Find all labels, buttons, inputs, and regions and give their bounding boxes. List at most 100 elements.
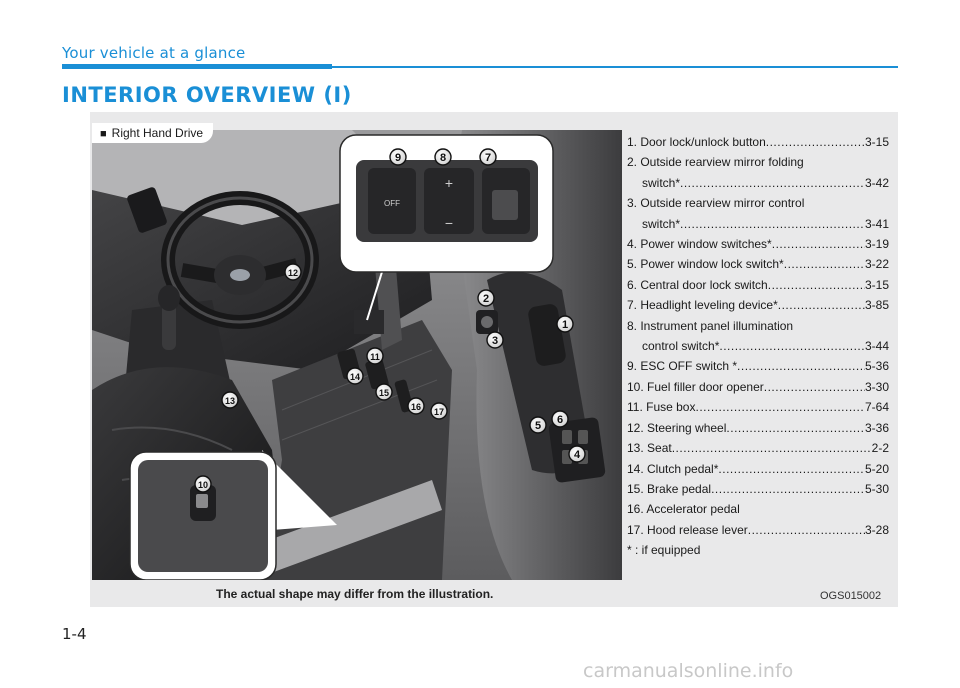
callout-12: 12 xyxy=(284,263,302,281)
legend-line: 9. ESC OFF switch * ....................… xyxy=(627,356,889,376)
legend-line: 13. Seat ...............................… xyxy=(627,438,889,458)
legend-label: 16. Accelerator pedal xyxy=(627,502,740,517)
callout-1: 1 xyxy=(556,315,574,333)
legend-page-ref: 3-28 xyxy=(864,522,889,537)
air-vent xyxy=(127,187,167,233)
legend-line: switch* ................................… xyxy=(627,214,889,234)
svg-text:15: 15 xyxy=(379,388,389,398)
legend-label: 4. Power window switches* xyxy=(627,237,772,252)
legend-label: control switch* xyxy=(642,339,720,354)
callout-3: 3 xyxy=(486,331,504,349)
legend-line: 7. Headlight leveling device* ..........… xyxy=(627,295,889,315)
legend-line: 6. Central door lock switch ............… xyxy=(627,275,889,295)
legend-label: 6. Central door lock switch xyxy=(627,277,768,292)
callouts: 1 2 3 4 5 6 7 8 9 10 11 12 13 14 15 16 1… xyxy=(194,148,586,493)
gear-lever xyxy=(158,285,180,350)
legend-leader-dots: ........................................… xyxy=(680,175,865,190)
rhd-badge-label: Right Hand Drive xyxy=(111,126,204,140)
legend-page-ref: 5-20 xyxy=(864,461,889,476)
watermark: carmanualsonline.info xyxy=(583,660,794,682)
illumination-minus: − xyxy=(445,215,453,231)
callout-17: 17 xyxy=(430,402,448,420)
svg-text:10: 10 xyxy=(198,480,208,490)
legend-line: 14. Clutch pedal* ......................… xyxy=(627,459,889,479)
legend-page-ref: 3-30 xyxy=(864,379,889,394)
illumination-plus: + xyxy=(445,175,453,191)
legend-label: 11. Fuse box xyxy=(627,400,696,415)
legend-line: 12. Steering wheel .....................… xyxy=(627,418,889,438)
svg-text:16: 16 xyxy=(411,402,421,412)
legend-label: 8. Instrument panel illumination xyxy=(627,318,794,333)
callout-9: 9 xyxy=(389,148,407,166)
fuel-filler-inset xyxy=(129,450,337,580)
legend-line: 11. Fuse box ...........................… xyxy=(627,397,889,417)
legend-page-ref: 3-22 xyxy=(864,257,889,272)
legend-label: 7. Headlight leveling device* xyxy=(627,298,778,313)
legend-leader-dots: ........................................… xyxy=(711,481,865,496)
section-title: Your vehicle at a glance xyxy=(62,44,246,62)
door-sill xyxy=(242,480,442,580)
legend-page-ref: 3-85 xyxy=(864,298,889,313)
legend-label: * : if equipped xyxy=(627,543,701,558)
legend-leader-dots: ........................................… xyxy=(765,135,865,149)
legend-page-ref: 2-2 xyxy=(871,441,889,456)
rhd-badge: ■ Right Hand Drive xyxy=(92,123,214,143)
legend-line: 2. Outside rearview mirror folding xyxy=(627,152,889,172)
legend-line: * : if equipped xyxy=(627,540,889,560)
legend-label: switch* xyxy=(642,175,681,190)
legend-line: 10. Fuel filler door opener ............… xyxy=(627,377,889,397)
legend-label: 9. ESC OFF switch * xyxy=(627,359,738,374)
callout-8: 8 xyxy=(434,148,452,166)
legend-page-ref: 3-42 xyxy=(864,175,889,190)
legend-leader-dots: ........................................… xyxy=(783,257,865,272)
legend-line: 1. Door lock/unlock button .............… xyxy=(627,132,889,152)
switch-panel-inset: OFF + − xyxy=(339,134,554,321)
callout-15: 15 xyxy=(375,383,393,401)
svg-text:2: 2 xyxy=(483,293,489,305)
legend-label: 10. Fuel filler door opener xyxy=(627,379,764,394)
legend-leader-dots: ........................................… xyxy=(680,216,865,231)
legend-page-ref: 3-44 xyxy=(864,339,889,354)
callout-7: 7 xyxy=(479,148,497,166)
legend-leader-dots: ........................................… xyxy=(718,461,865,476)
illustration-note: The actual shape may differ from the ill… xyxy=(216,587,494,601)
legend-label: 14. Clutch pedal* xyxy=(627,461,719,476)
header-rule xyxy=(332,66,898,68)
legend-leader-dots: ........................................… xyxy=(671,441,872,456)
legend-label: 3. Outside rearview mirror control xyxy=(627,196,805,211)
callout-16: 16 xyxy=(407,397,425,415)
legend-leader-dots: ........................................… xyxy=(695,400,865,415)
legend-line: 5. Power window lock switch* ...........… xyxy=(627,254,889,274)
legend-line: 15. Brake pedal ........................… xyxy=(627,479,889,499)
esc-off-label: OFF xyxy=(384,199,400,208)
legend-leader-dots: ........................................… xyxy=(726,420,865,435)
legend-leader-dots: ........................................… xyxy=(771,237,865,252)
legend-label: 2. Outside rearview mirror folding xyxy=(627,155,804,170)
legend-label: 13. Seat xyxy=(627,441,672,456)
svg-text:13: 13 xyxy=(225,396,235,406)
header-accent-bar xyxy=(62,64,332,69)
svg-text:12: 12 xyxy=(288,268,298,278)
svg-text:11: 11 xyxy=(370,352,380,362)
figure-code: OGS015002 xyxy=(820,590,882,602)
square-bullet-icon: ■ xyxy=(100,128,107,140)
component-legend: 1. Door lock/unlock button .............… xyxy=(627,132,889,561)
svg-text:4: 4 xyxy=(574,449,581,461)
legend-line: 3. Outside rearview mirror control xyxy=(627,193,889,213)
door-handle xyxy=(528,304,566,366)
steering-wheel xyxy=(161,191,319,329)
legend-page-ref: 3-15 xyxy=(864,277,889,292)
svg-text:5: 5 xyxy=(535,420,541,432)
legend-line: 4. Power window switches* ..............… xyxy=(627,234,889,254)
callout-10: 10 xyxy=(194,475,212,493)
page-heading: INTERIOR OVERVIEW (I) xyxy=(62,83,352,107)
legend-label: 12. Steering wheel xyxy=(627,420,727,435)
legend-label: switch* xyxy=(642,216,681,231)
callout-13: 13 xyxy=(221,391,239,409)
legend-label: 1. Door lock/unlock button xyxy=(627,135,766,149)
legend-leader-dots: ........................................… xyxy=(737,359,865,374)
legend-page-ref: 3-15 xyxy=(864,135,889,149)
legend-leader-dots: ........................................… xyxy=(719,339,865,354)
legend-label: 5. Power window lock switch* xyxy=(627,257,784,272)
svg-text:3: 3 xyxy=(492,335,498,347)
